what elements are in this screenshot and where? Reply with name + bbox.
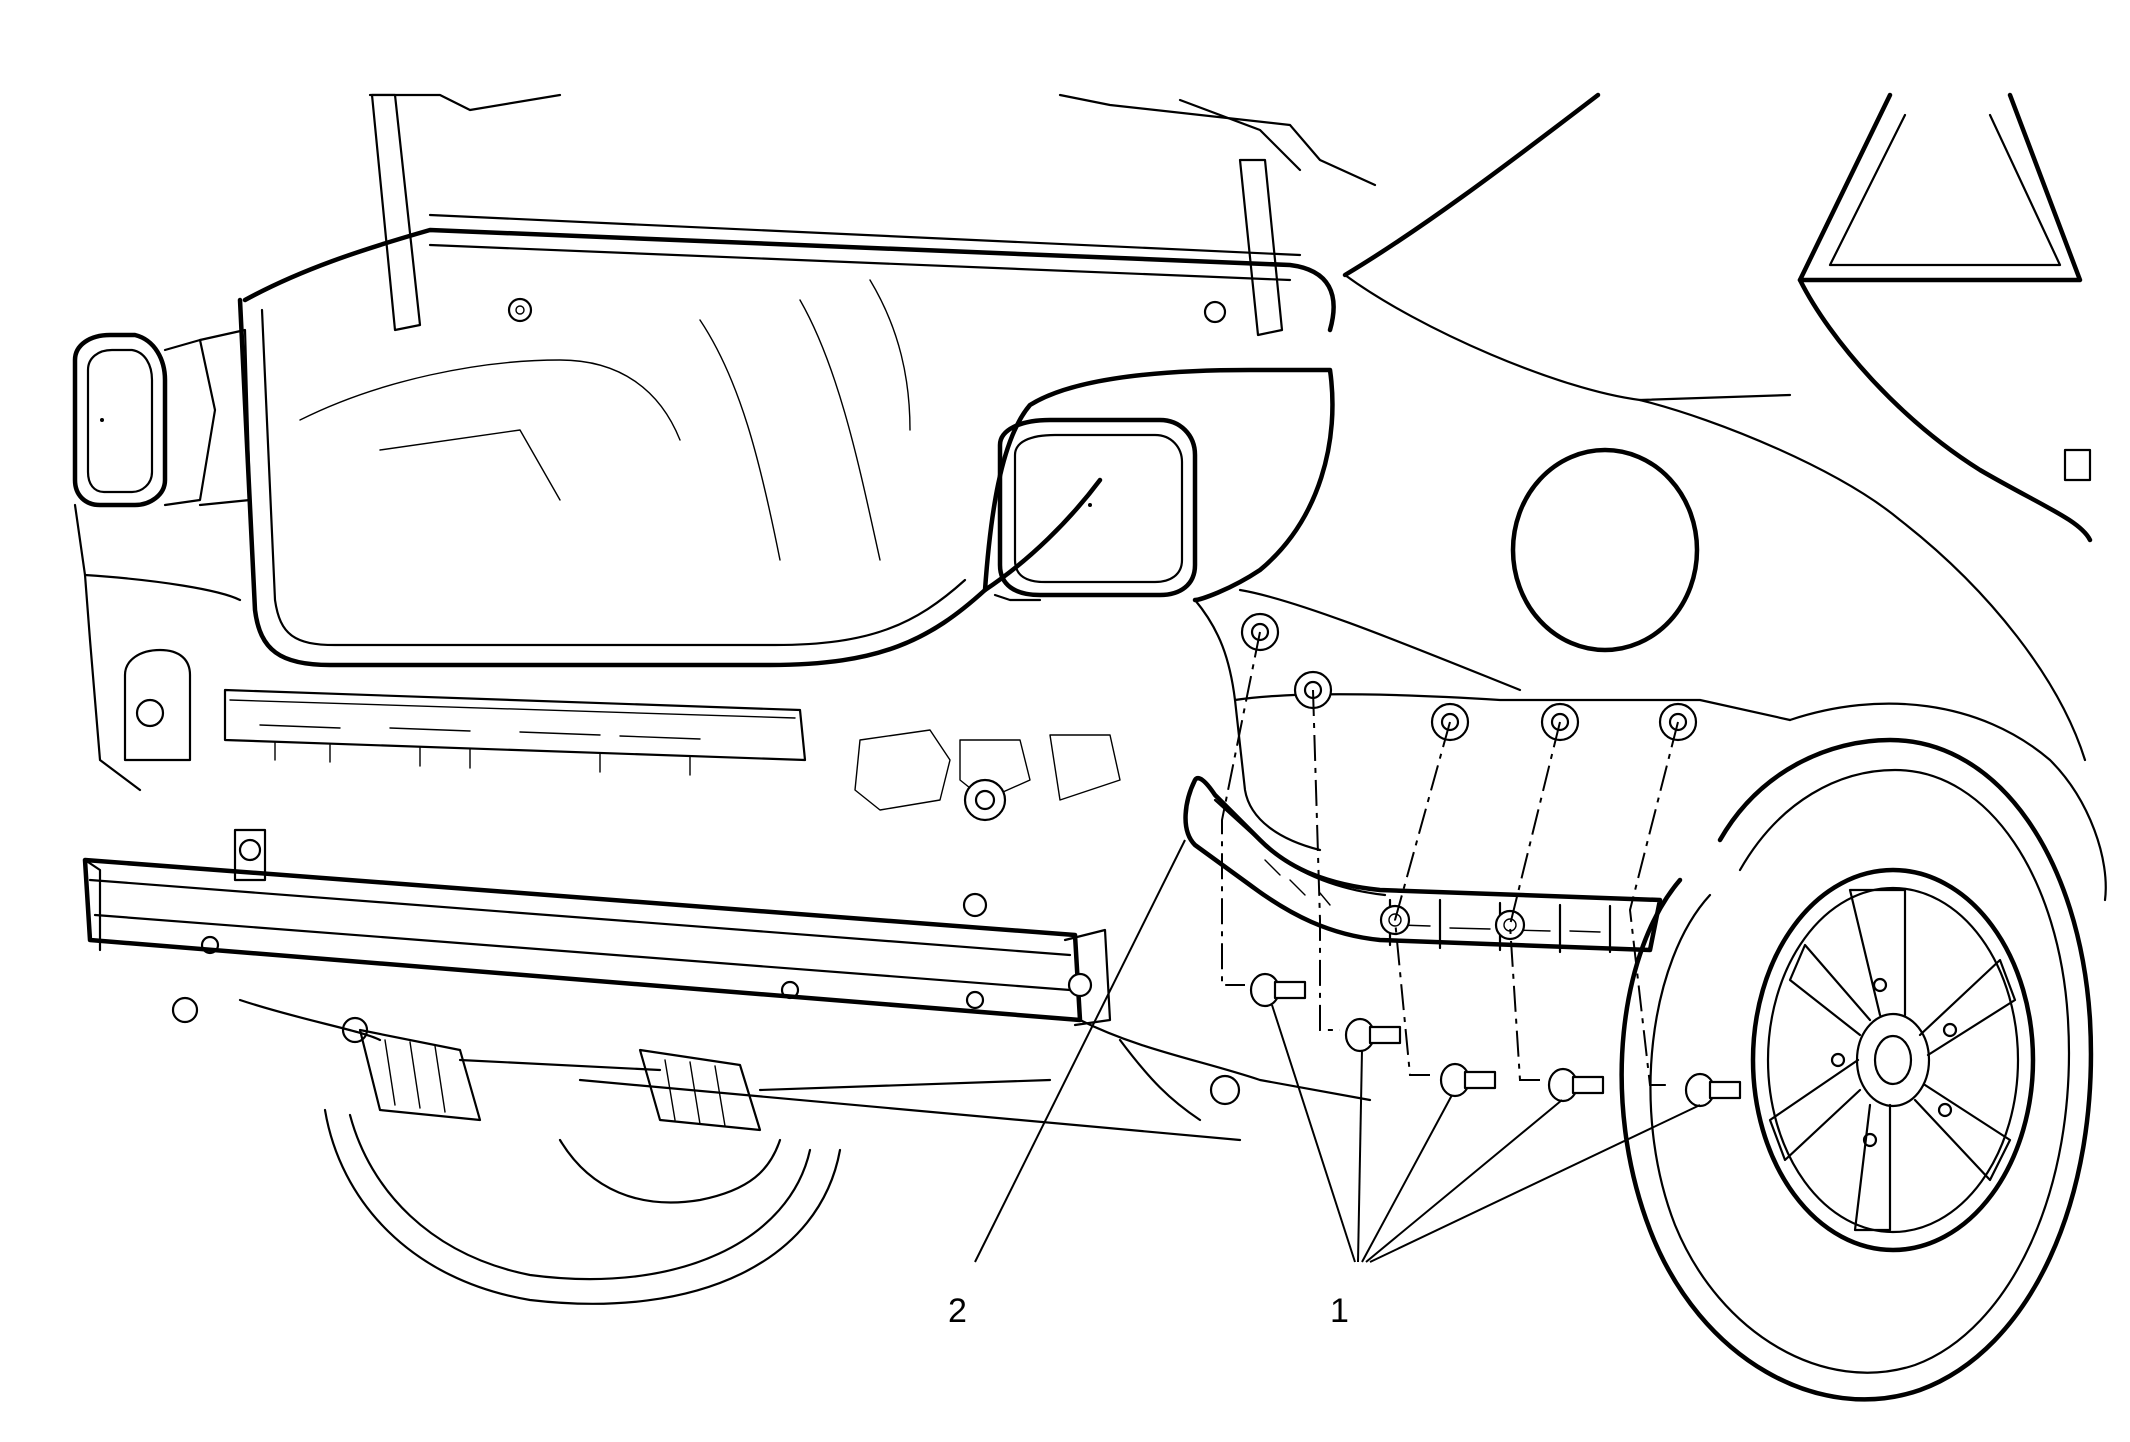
callout-1: 1 — [1330, 1292, 1349, 1330]
leader-1a — [1271, 1004, 1356, 1263]
leader-1d — [1365, 1099, 1563, 1263]
wheel-rim — [1750, 867, 2036, 1253]
wheel-hub — [1855, 1012, 1931, 1108]
retainer-4 — [1547, 1067, 1605, 1103]
left-rear-tire — [323, 1108, 842, 1305]
bumper-side-bracket — [1183, 775, 1663, 954]
alignment-lines — [1221, 631, 1679, 1086]
callout-2: 2 — [948, 1292, 967, 1330]
leader-2 — [974, 839, 1186, 1263]
leader-1b — [1357, 1049, 1363, 1263]
leader-1c — [1361, 1094, 1453, 1263]
body-side-panel — [1342, 92, 2093, 762]
rear-body-panel — [73, 503, 1792, 852]
leader-1e — [1369, 1104, 1701, 1263]
retainer-5 — [1684, 1072, 1742, 1108]
right-gas-strut — [1238, 158, 1284, 337]
retainer-1 — [1249, 972, 1307, 1008]
upper-mounting-holes — [1240, 612, 1698, 742]
fuel-door — [1510, 447, 1700, 653]
retainer-3 — [1439, 1062, 1497, 1098]
push-pin-retainers — [1249, 972, 1742, 1108]
underbody — [171, 996, 1372, 1142]
bumper-impact-bar — [82, 828, 1112, 1132]
left-tail-lamp — [72, 328, 252, 508]
right-rear-wheel — [1619, 702, 2107, 1402]
right-tail-lamp — [100, 367, 1335, 603]
leader-lines — [974, 839, 1701, 1263]
retainer-2 — [1344, 1017, 1402, 1053]
trunk-lid — [368, 93, 1377, 337]
left-gas-strut — [370, 93, 422, 332]
trunk-opening — [237, 213, 1336, 668]
